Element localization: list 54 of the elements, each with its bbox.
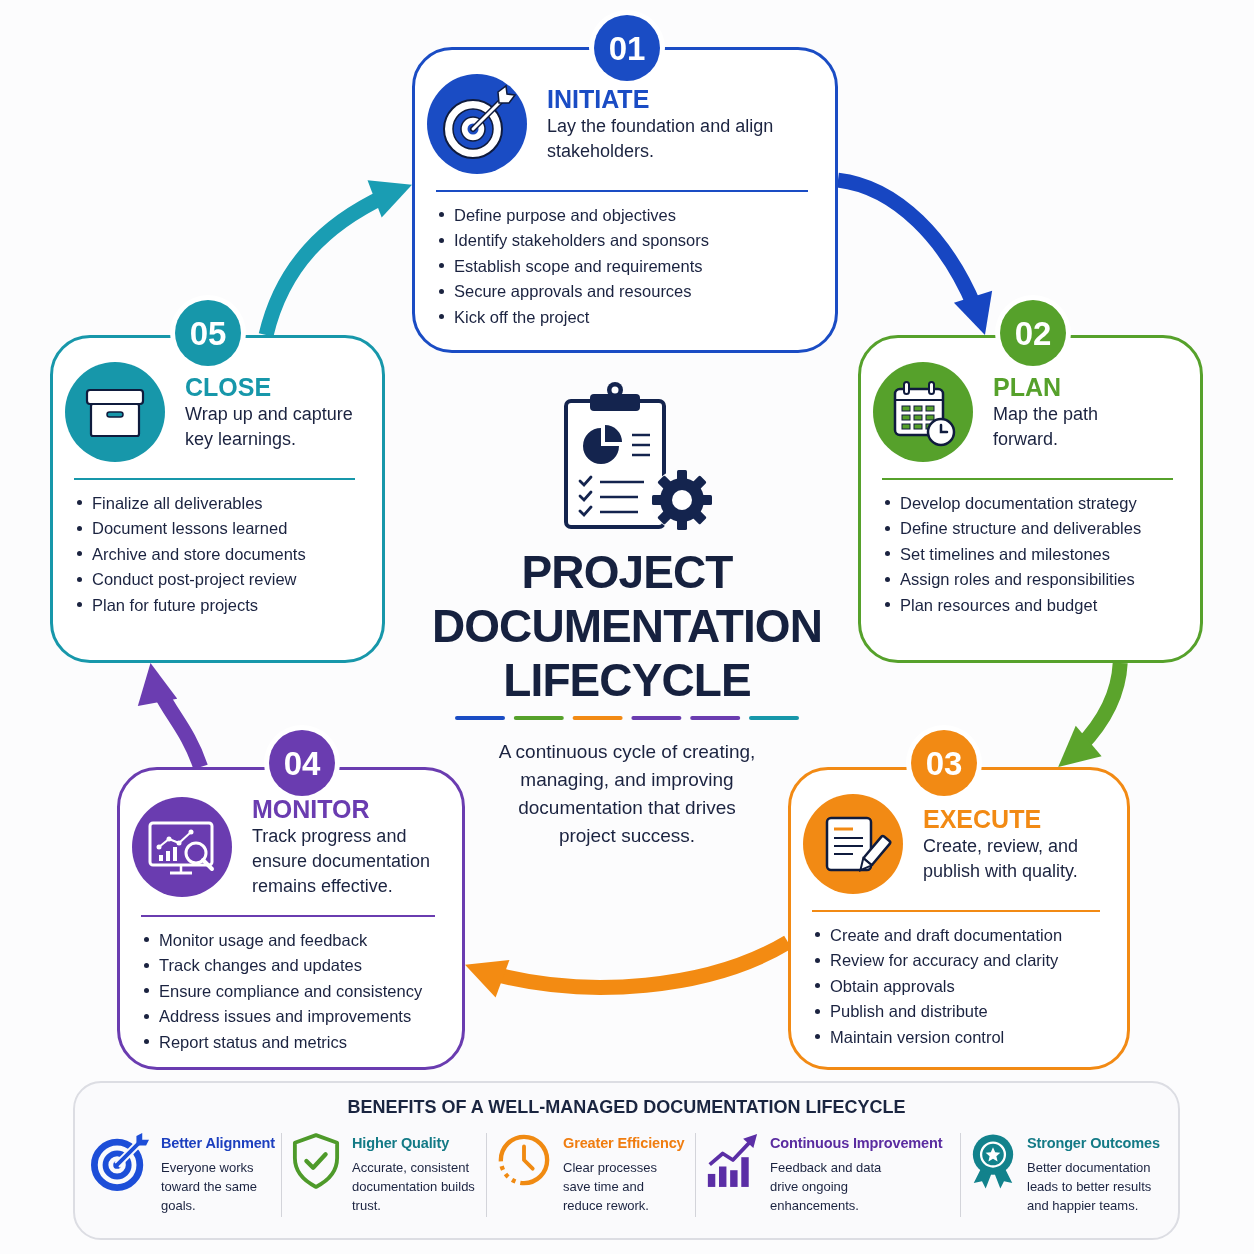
benefit-title: Greater Efficiency xyxy=(563,1134,685,1153)
bullet-text: Archive and store documents xyxy=(92,543,306,565)
bullet-text: Establish scope and requirements xyxy=(454,255,703,277)
bullet-text: Define purpose and objectives xyxy=(454,204,676,226)
bullet-text: Kick off the project xyxy=(454,306,590,328)
bullet-text: Set timelines and milestones xyxy=(900,543,1111,565)
step-number: 02 xyxy=(1014,316,1052,350)
step-number: 05 xyxy=(189,316,227,350)
stage-subtitle: Track progress and ensure documentation remains effective. xyxy=(252,825,432,898)
benefit-description: Better documentation leads to better results and happier teams. xyxy=(1027,1159,1153,1215)
bullet-text: Conduct post-project review xyxy=(92,569,297,591)
bullet-text: Ensure compliance and consistency xyxy=(159,980,423,1002)
bullet-text: Report status and metrics xyxy=(159,1031,347,1053)
panel-heading: BENEFITS OF A WELL-MANAGED DOCUMENTATION LIFECYCLE xyxy=(347,1096,906,1119)
description-text: A continuous cycle of creating, managing, and improving documentation that drives project success. xyxy=(497,740,757,848)
stage-subtitle: Map the path forward. xyxy=(993,403,1100,451)
stage-title: PLAN xyxy=(993,372,1063,402)
bullet-text: Plan resources and budget xyxy=(900,594,1098,616)
bullet-text: Develop documentation strategy xyxy=(900,492,1137,514)
bullet-text: Track changes and updates xyxy=(159,955,363,977)
stage-title: INITIATE xyxy=(547,84,651,114)
bullet-text: Assign roles and responsibilities xyxy=(900,569,1135,591)
bullet-text: Define structure and deliverables xyxy=(900,518,1142,540)
bullet-text: Plan for future projects xyxy=(92,594,258,616)
benefits-panel xyxy=(73,1081,1180,1240)
stage-subtitle: Lay the foundation and align stakeholders. xyxy=(547,115,775,163)
bullet-text: Review for accuracy and clarity xyxy=(830,950,1059,972)
bullet-text: Secure approvals and resources xyxy=(454,281,692,303)
stage-subtitle: Create, review, and publish with quality. xyxy=(923,835,1080,883)
step-number: 04 xyxy=(283,746,321,780)
benefit-description: Feedback and data drive ongoing enhancements. xyxy=(770,1159,883,1215)
bullet-text: Document lessons learned xyxy=(92,518,288,540)
main-title: PROJECT DOCUMENTATION LIFECYCLE xyxy=(430,545,824,707)
benefit-description: Clear processes save time and reduce rework. xyxy=(563,1159,658,1215)
stage-title: EXECUTE xyxy=(923,804,1043,834)
bullet-text: Finalize all deliverables xyxy=(92,492,263,514)
stage-title: MONITOR xyxy=(252,794,371,824)
bullet-text: Address issues and improvements xyxy=(159,1006,412,1028)
stage-subtitle: Wrap up and capture key learnings. xyxy=(185,403,354,451)
bullet-text: Identify stakeholders and sponsors xyxy=(454,230,709,252)
bullet-text: Monitor usage and feedback xyxy=(159,929,368,951)
benefit-title: Higher Quality xyxy=(352,1134,451,1153)
benefit-title: Stronger Outcomes xyxy=(1027,1134,1161,1153)
benefit-title: Continuous Improvement xyxy=(770,1134,943,1153)
stage-title: CLOSE xyxy=(185,372,273,402)
bullet-text: Maintain version control xyxy=(830,1026,1005,1048)
bullet-text: Create and draft documentation xyxy=(830,924,1063,946)
benefit-title: Better Alignment xyxy=(161,1134,275,1153)
step-number: 03 xyxy=(925,746,963,780)
benefit-description: Accurate, consistent documentation builds trust. xyxy=(352,1159,476,1215)
benefit-description: Everyone works toward the same goals. xyxy=(161,1159,259,1215)
bullet-text: Obtain approvals xyxy=(830,975,955,997)
step-number: 01 xyxy=(608,31,646,65)
bullet-text: Publish and distribute xyxy=(830,1001,988,1023)
